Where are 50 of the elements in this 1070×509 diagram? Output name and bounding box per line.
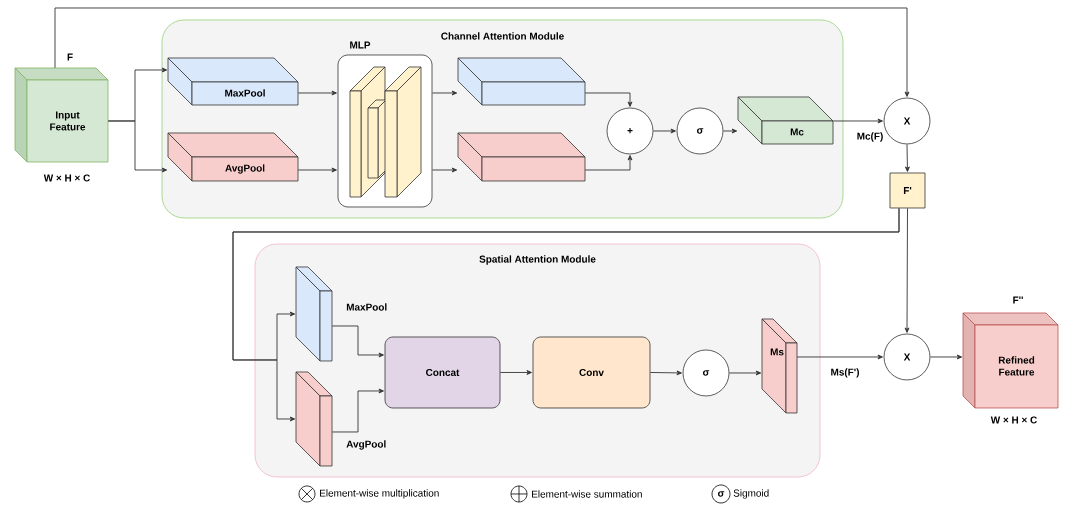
feature-block xyxy=(457,57,586,106)
feature-cube: Input Feature xyxy=(14,67,109,163)
node-label: AvgPool xyxy=(225,164,265,174)
arrow xyxy=(297,90,337,96)
arrow xyxy=(904,207,910,333)
node-label: AvgPool xyxy=(346,440,386,450)
legend-text: Element-wise summation xyxy=(532,490,642,498)
arrow xyxy=(232,207,900,422)
attention-map-block: Mc xyxy=(737,96,834,145)
node-label: Mc xyxy=(790,128,804,136)
mlp-box: MLP xyxy=(337,41,433,208)
attention-map-block: Ms xyxy=(761,318,798,414)
node-label: MaxPool xyxy=(225,89,265,97)
arrow xyxy=(431,90,458,96)
arrow xyxy=(905,143,910,172)
arrow xyxy=(584,92,633,107)
arrow xyxy=(107,120,168,173)
edge-label: Mc(F) xyxy=(857,132,883,142)
process-box: Concat xyxy=(384,336,501,409)
arrow xyxy=(796,354,883,360)
process-box: Conv xyxy=(532,336,651,409)
legend-text: Element-wise multiplication xyxy=(320,489,439,499)
arrow xyxy=(431,167,458,173)
dimension-label: F xyxy=(67,53,73,61)
arrow xyxy=(54,7,910,97)
arrow xyxy=(722,128,738,134)
arrow xyxy=(331,388,384,433)
pool-block: MaxPool xyxy=(295,266,387,362)
legend-text: Sigmoid xyxy=(733,489,769,499)
feature-box: F' xyxy=(889,172,926,209)
arrow xyxy=(331,325,384,358)
arrow xyxy=(649,370,682,376)
node-label: MLP xyxy=(350,41,371,49)
arrow xyxy=(929,354,963,360)
pool-block: AvgPool xyxy=(167,132,299,182)
feature-block xyxy=(457,132,586,182)
dimension-label: W × H × C xyxy=(990,416,1037,424)
arrow xyxy=(728,370,762,376)
pool-block: AvgPool xyxy=(295,371,386,467)
arrow xyxy=(297,167,337,173)
node-label: MaxPool xyxy=(346,303,387,311)
arrow xyxy=(499,370,532,375)
arrow xyxy=(652,128,676,134)
feature-cube: Refined Feature xyxy=(962,312,1059,409)
edge-label: Ms(F') xyxy=(831,368,859,378)
arrow xyxy=(584,155,633,171)
dimension-label: F'' xyxy=(1013,296,1023,304)
dimension-label: W × H × C xyxy=(43,174,90,182)
arrow xyxy=(832,118,883,124)
pool-block: MaxPool xyxy=(167,57,299,106)
